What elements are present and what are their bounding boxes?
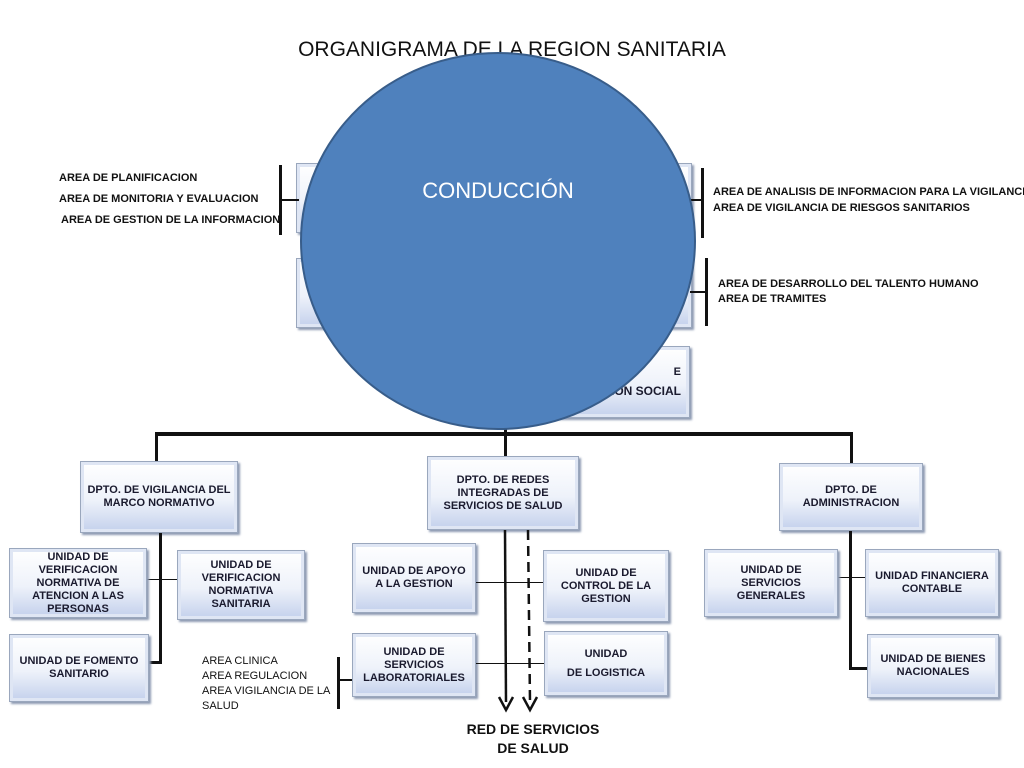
unidad-bienes-nacionales: UNIDAD DE BIENES NACIONALES — [867, 634, 999, 698]
right-mid-connector — [690, 291, 706, 293]
lab-note-vigilancia: AREA VIGILANCIA DE LA — [202, 685, 331, 697]
drop-right — [850, 432, 853, 464]
red-servicios-line1: RED DE SERVICIOS — [466, 721, 600, 737]
note-tramites: AREA DE TRAMITES — [718, 293, 827, 305]
red-servicios-line2: DE SALUD — [497, 740, 569, 756]
administracion-to-bienes — [849, 667, 869, 670]
lab-bracket — [337, 657, 340, 709]
lab-logistica-connector — [476, 663, 544, 664]
note-vigilancia-riesgos: AREA DE VIGILANCIA DE RIESGOS SANITARIOS — [713, 202, 970, 214]
unidad-fomento-sanitario: UNIDAD DE FOMENTO SANITARIO — [9, 634, 149, 702]
unidad-verificacion-sanitaria: UNIDAD DE VERIFICACION NORMATIVA SANITAR… — [177, 550, 305, 620]
dpto-redes-box: DPTO. DE REDES INTEGRADAS DE SERVICIOS D… — [427, 456, 579, 530]
drop-center — [504, 432, 507, 458]
unidad-apoyo-gestion: UNIDAD DE APOYO A LA GESTION — [352, 543, 476, 613]
lab-bracket-connector — [338, 679, 352, 681]
unidad-servicios-laboratoriales: UNIDAD DE SERVICIOS LABORATORIALES — [352, 633, 476, 697]
logistica-line2: DE LOGISTICA — [566, 666, 646, 679]
dpto-vigilancia-box: DPTO. DE VIGILANCIA DEL MARCO NORMATIVO — [80, 461, 238, 533]
unidad-financiera-contable: UNIDAD FINANCIERA CONTABLE — [865, 549, 999, 617]
right-mid-bracket — [705, 258, 708, 326]
administracion-vertical — [849, 531, 852, 669]
apoyo-control-connector — [476, 582, 543, 583]
note-analisis-informacion: AREA DE ANALISIS DE INFORMACION PARA LA … — [713, 186, 1024, 198]
unidad-servicios-generales: UNIDAD DE SERVICIOS GENERALES — [704, 549, 838, 617]
note-gestion-informacion: AREA DE GESTION DE LA INFORMACION — [61, 214, 281, 226]
unidad-verificacion-atencion: UNIDAD DE VERIFICACION NORMATIVA DE ATEN… — [9, 548, 147, 618]
unidad-logistica: UNIDAD DE LOGISTICA — [544, 631, 668, 696]
logistica-line1: UNIDAD — [584, 647, 628, 660]
drop-left — [155, 432, 158, 462]
right-top-connector — [690, 199, 702, 201]
lab-note-clinica: AREA CLINICA — [202, 655, 278, 667]
vigilancia-to-fomento — [148, 661, 162, 664]
verif-connector — [147, 579, 177, 580]
conduccion-circle: CONDUCCIÓN — [300, 52, 696, 430]
vigilancia-vertical — [159, 533, 162, 663]
partial-box-line1: E — [673, 366, 681, 378]
unidad-control-gestion: UNIDAD DE CONTROL DE LA GESTION — [543, 550, 669, 622]
note-planificacion: AREA DE PLANIFICACION — [59, 172, 198, 184]
left-bracket-connector — [279, 199, 299, 201]
conduccion-label: CONDUCCIÓN — [422, 178, 574, 203]
note-monitoria: AREA DE MONITORIA Y EVALUACION — [59, 193, 259, 205]
page-title: ORGANIGRAMA DE LA REGION SANITARIA — [298, 38, 726, 61]
lab-note-regulacion: AREA REGULACION — [202, 670, 308, 682]
note-talento-humano: AREA DE DESARROLLO DEL TALENTO HUMANO — [718, 278, 979, 290]
right-top-bracket — [701, 168, 704, 238]
lab-note-salud: SALUD — [202, 700, 239, 712]
dpto-administracion-box: DPTO. DE ADMINISTRACION — [779, 463, 923, 531]
generales-financiera-connector — [838, 577, 865, 578]
red-servicios-label: RED DE SERVICIOS DE SALUD — [446, 720, 620, 758]
